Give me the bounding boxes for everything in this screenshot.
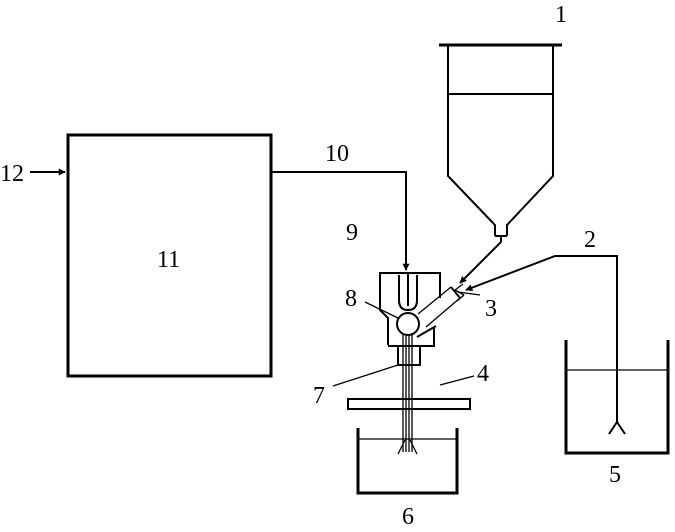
label-3: 3 — [485, 296, 497, 322]
label-2: 2 — [584, 227, 596, 253]
signal-line — [271, 171, 410, 271]
label-4: 4 — [477, 361, 489, 387]
hopper — [439, 43, 562, 237]
feed-arrow — [459, 236, 502, 284]
label-5: 5 — [609, 462, 621, 488]
collecting-tank — [356, 428, 459, 495]
fiber-stream — [397, 333, 418, 455]
label-7: 7 — [313, 383, 325, 409]
control-box — [66, 133, 273, 378]
supply-line — [465, 255, 626, 435]
label-11: 11 — [157, 247, 180, 273]
label-6: 6 — [402, 504, 414, 527]
nozzle-assembly — [379, 272, 465, 366]
leader-lines — [332, 291, 481, 387]
supply-tank — [564, 340, 670, 455]
label-8: 8 — [345, 286, 357, 312]
label-1: 1 — [555, 2, 567, 28]
label-12: 12 — [0, 161, 24, 187]
label-10: 10 — [325, 141, 349, 167]
label-9: 9 — [346, 220, 358, 246]
plate — [347, 398, 471, 410]
